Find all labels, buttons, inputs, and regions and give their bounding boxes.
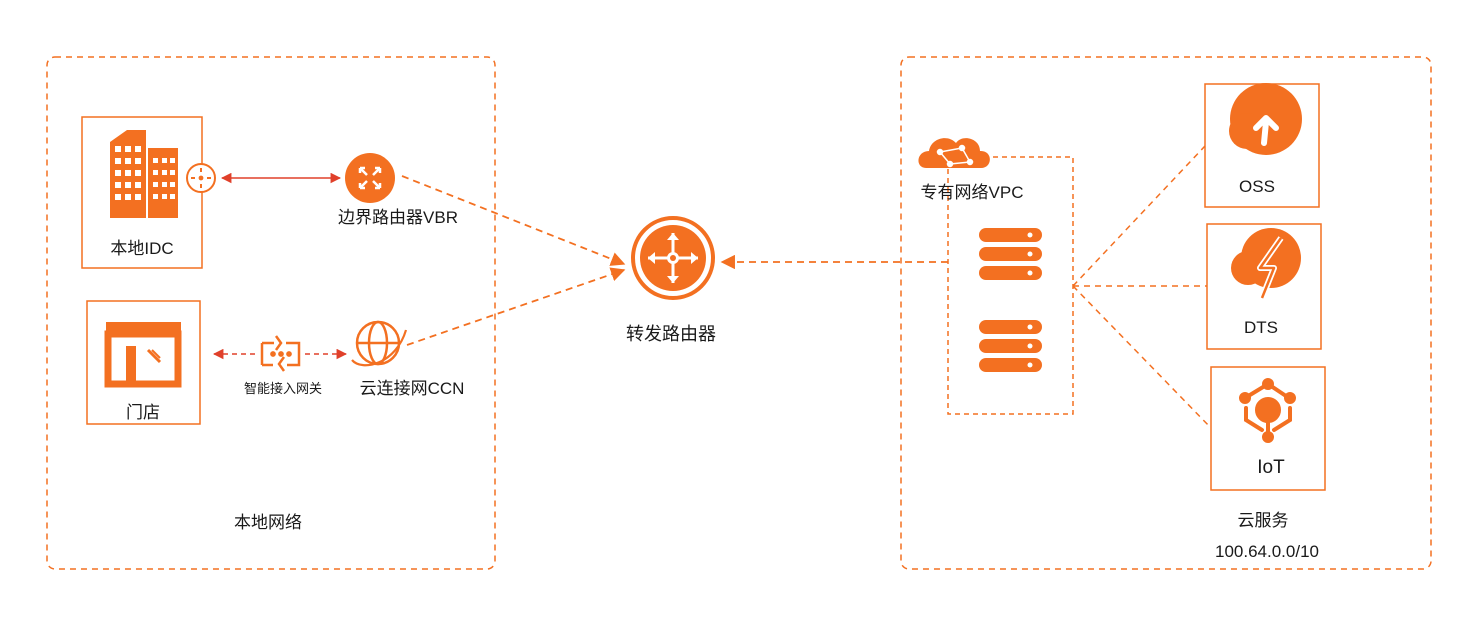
vpc-node[interactable]: 专有网络VPC [918, 138, 1042, 372]
vpc-label: 专有网络VPC [921, 183, 1024, 202]
cloud-services-group [900, 56, 1432, 570]
local-network-group [46, 56, 496, 570]
store-node[interactable]: 门店 [86, 300, 201, 425]
vbr-transit-link [401, 175, 626, 266]
port-icon [186, 163, 216, 193]
idc-label: 本地IDC [110, 239, 173, 258]
cloud-network-icon [918, 138, 990, 168]
server-icon [979, 228, 1042, 280]
ccn-transit-link [406, 267, 626, 346]
gateway-node[interactable]: 智能接入网关 [244, 335, 322, 396]
dts-node[interactable]: DTS [1206, 223, 1322, 350]
dts-icon [1231, 228, 1301, 300]
oss-icon [1229, 83, 1302, 155]
gateway-label: 智能接入网关 [244, 381, 322, 396]
server-icon [979, 320, 1042, 372]
oss-label: OSS [1239, 177, 1275, 196]
oss-node[interactable]: OSS [1204, 83, 1320, 208]
globe-icon [351, 320, 408, 367]
cloud-services-title: 云服务 [1238, 511, 1289, 530]
transit-router-node[interactable]: 转发路由器 [626, 216, 716, 344]
gateway-icon [260, 335, 301, 372]
dts-label: DTS [1244, 318, 1278, 337]
vbr-node[interactable]: 边界路由器VBR [338, 153, 458, 227]
connectors [212, 145, 1212, 429]
vpc-iot-link [1072, 285, 1212, 429]
building-icon [110, 130, 178, 218]
idc-node[interactable]: 本地IDC [81, 116, 216, 269]
local-network-title: 本地网络 [234, 513, 302, 532]
vbr-label: 边界路由器VBR [338, 208, 458, 227]
store-label: 门店 [126, 403, 160, 422]
ccn-node[interactable]: 云连接网CCN [351, 320, 465, 398]
router-icon [345, 153, 395, 203]
store-icon [104, 322, 182, 388]
iot-node[interactable]: IoT [1210, 366, 1326, 491]
iot-label: IoT [1257, 457, 1285, 478]
iot-icon [1239, 378, 1296, 443]
vpc-oss-link [1072, 145, 1206, 287]
transit-router-label: 转发路由器 [626, 324, 716, 344]
cloud-services-cidr: 100.64.0.0/10 [1215, 542, 1319, 561]
ccn-label: 云连接网CCN [360, 379, 465, 398]
transit-router-icon [631, 216, 715, 300]
